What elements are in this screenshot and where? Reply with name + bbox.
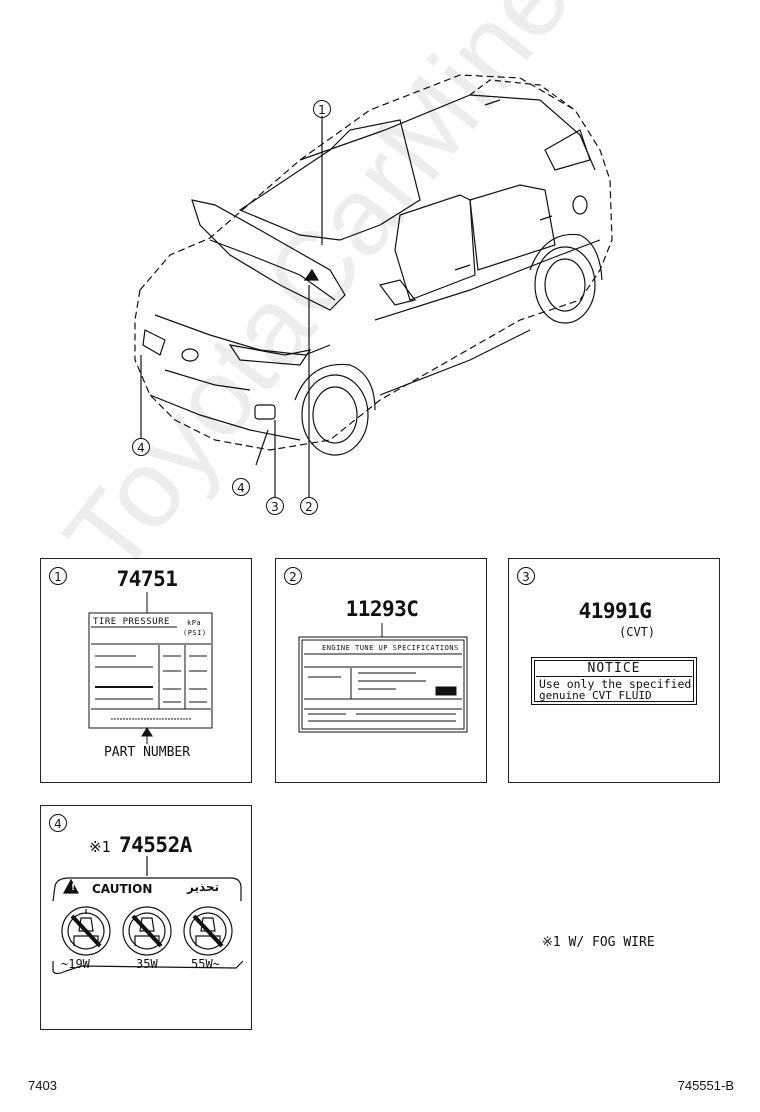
footer-diagram-id: 745551-B [677,1078,734,1093]
callout-4b: 4 [232,478,250,496]
notice-sticker: NOTICE Use only the specified genuine CV… [531,657,697,705]
callout-2: 2 [300,497,318,515]
panel-tire-pressure-label: 1 74751 TIRE PRESSURE kPa (PSI) PART NUM… [40,558,252,783]
caution-label-drawing [52,856,244,975]
panel-4-number: 4 [49,814,67,832]
tire-pressure-title: TIRE PRESSURE [93,617,170,627]
panel-fog-caution-label: 4 ※1 74552A ! CAUTION تحذير ~19W 35W [40,805,252,1030]
footer-page-code: 7403 [28,1078,57,1093]
part-number-74751: 74751 [116,567,178,591]
wattage-19w: ~19W [61,957,90,971]
unit-psi: (PSI) [183,629,207,637]
engine-label-title: ENGINE TUNE UP SPECIFICATIONS [322,644,459,652]
footnote-mark: ※1 [89,838,111,856]
notice-title: NOTICE [587,661,641,676]
part-number-41991g: 41991G [578,599,652,623]
panel-engine-tuneup-label: 2 11293C ENGINE TUNE UP SPECIFICATIONS [275,558,487,783]
caution-title-arabic: تحذير [187,880,220,894]
callout-3: 3 [266,497,284,515]
cvt-subtitle: (CVT) [619,625,656,639]
engine-label-drawing [298,623,468,733]
panel-cvt-notice-label: 3 41991G (CVT) NOTICE Use only the speci… [508,558,720,783]
notice-line-1: Use only the specified [539,677,692,691]
panel-1-number: 1 [49,567,67,585]
unit-kpa: kPa [187,619,202,627]
panel-2-number: 2 [284,567,302,585]
callout-1: 1 [313,100,331,118]
wattage-35w: 35W [136,957,158,971]
warning-icon: ! [71,883,76,893]
notice-line-2: genuine CVT FLUID [539,689,652,702]
panel-3-number: 3 [517,567,535,585]
tire-pressure-label-drawing [88,592,213,744]
callout-4a: 4 [132,438,150,456]
part-number-caption: PART NUMBER [103,745,191,760]
vehicle-illustration [134,74,613,497]
caution-title: CAUTION [92,882,153,896]
part-number-74552a: 74552A [119,833,192,857]
part-number-11293c: 11293C [345,597,419,621]
wattage-55w: 55W~ [191,957,220,971]
footnote-text: ※1 W/ FOG WIRE [542,935,655,950]
